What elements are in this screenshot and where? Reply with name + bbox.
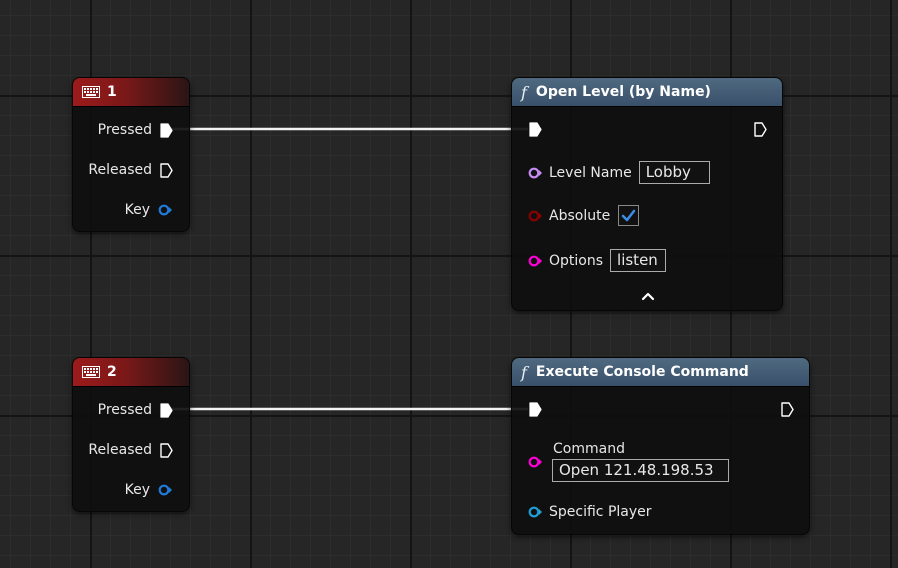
- exec-in-pin-icon[interactable]: [529, 402, 542, 417]
- specific-player-label: Specific Player: [549, 504, 652, 520]
- exec-pin-icon[interactable]: [160, 402, 173, 418]
- exec-out-pin-icon[interactable]: [754, 122, 767, 137]
- released-pin-row[interactable]: Released: [88, 162, 173, 178]
- exec-in-pin-icon[interactable]: [529, 122, 542, 137]
- exec-pin-icon[interactable]: [160, 162, 173, 178]
- exec-pin-icon[interactable]: [160, 442, 173, 458]
- level-name-pin-row[interactable]: Level Name Lobby: [528, 161, 710, 184]
- name-pin-icon[interactable]: [528, 167, 543, 179]
- command-input[interactable]: Open 121.48.198.53: [552, 459, 729, 482]
- open-level-node[interactable]: f Open Level (by Name) Level Name Lobby …: [511, 77, 783, 311]
- function-icon: f: [521, 82, 527, 102]
- absolute-checkbox[interactable]: [618, 205, 640, 226]
- command-label: Command: [553, 441, 625, 457]
- object-pin-icon[interactable]: [528, 506, 543, 518]
- node-header[interactable]: 1: [73, 78, 189, 107]
- key-label: Key: [124, 202, 150, 218]
- absolute-label: Absolute: [549, 207, 611, 224]
- absolute-pin-row[interactable]: Absolute: [528, 205, 640, 226]
- key-label: Key: [124, 482, 150, 498]
- key-pin-row[interactable]: Key: [125, 202, 173, 218]
- pressed-pin-row[interactable]: Pressed: [98, 122, 173, 138]
- specific-player-pin-row[interactable]: Specific Player: [528, 504, 652, 520]
- options-label: Options: [549, 252, 604, 269]
- struct-pin-icon[interactable]: [158, 484, 173, 496]
- node-title: 2: [107, 364, 117, 380]
- released-pin-row[interactable]: Released: [88, 442, 173, 458]
- node-title: Open Level (by Name): [535, 84, 711, 100]
- level-name-input[interactable]: Lobby: [638, 161, 710, 184]
- chevron-up-icon[interactable]: [641, 291, 655, 301]
- execute-console-command-node[interactable]: f Execute Console Command Command Open 1…: [511, 357, 810, 535]
- pressed-label: Pressed: [97, 402, 152, 418]
- options-input[interactable]: listen: [610, 249, 667, 272]
- struct-pin-icon[interactable]: [158, 204, 173, 216]
- checkmark-icon: [621, 209, 636, 222]
- keyboard-icon: [82, 86, 100, 98]
- options-pin-row[interactable]: Options listen: [528, 249, 667, 272]
- released-label: Released: [88, 442, 152, 458]
- released-label: Released: [88, 162, 152, 178]
- node-title: 1: [107, 84, 117, 100]
- key-pin-row[interactable]: Key: [125, 482, 173, 498]
- keyboard-icon: [82, 366, 100, 378]
- node-header[interactable]: f Execute Console Command: [512, 358, 809, 387]
- function-icon: f: [521, 362, 527, 382]
- node-title: Execute Console Command: [535, 364, 749, 380]
- command-pin-row[interactable]: Command Open 121.48.198.53: [528, 441, 788, 487]
- pressed-pin-row[interactable]: Pressed: [98, 402, 173, 418]
- pressed-label: Pressed: [97, 122, 152, 138]
- key-2-event-node[interactable]: 2 Pressed Released Key: [72, 357, 190, 512]
- bool-pin-icon[interactable]: [528, 210, 543, 222]
- exec-out-pin-icon[interactable]: [781, 402, 794, 417]
- key-1-event-node[interactable]: 1 Pressed Released Key: [72, 77, 190, 232]
- node-header[interactable]: 2: [73, 358, 189, 387]
- level-name-label: Level Name: [549, 164, 632, 181]
- node-header[interactable]: f Open Level (by Name): [512, 78, 782, 107]
- string-pin-icon[interactable]: [528, 255, 543, 267]
- string-pin-icon[interactable]: [528, 456, 543, 468]
- exec-pin-icon[interactable]: [160, 122, 173, 138]
